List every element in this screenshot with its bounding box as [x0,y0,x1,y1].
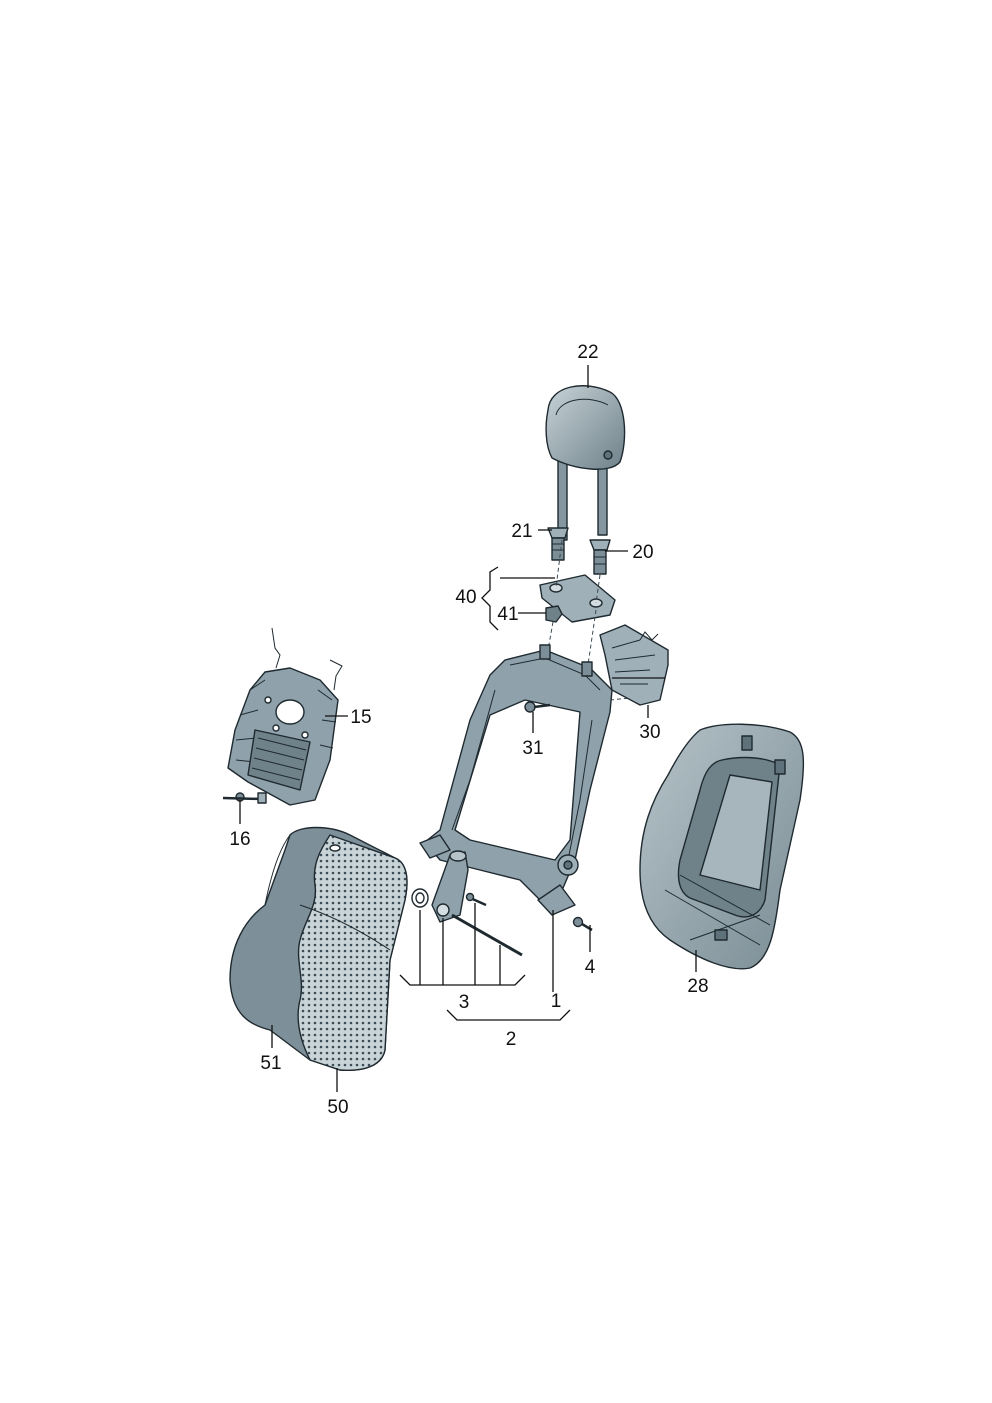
callout-22: 22 [577,342,598,363]
callout-41: 41 [497,604,518,625]
callout-2: 2 [506,1029,517,1050]
callout-3: 3 [459,992,470,1013]
callout-labels: 22 21 20 40 41 15 31 30 16 4 28 3 1 2 51… [229,342,708,1118]
guide-sleeve-right [589,539,611,575]
callout-31: 31 [522,738,543,759]
callout-28: 28 [687,976,708,997]
nut [545,605,563,623]
guide-sleeve-left [547,527,569,561]
callout-30: 30 [639,722,660,743]
callout-16: 16 [229,829,250,850]
screw-4 [572,916,593,932]
callout-21: 21 [511,521,532,542]
callout-40: 40 [455,587,476,608]
headrest [545,385,626,541]
callout-15: 15 [350,707,371,728]
lumbar-support [227,627,343,806]
adjuster-kit [411,850,523,957]
callout-4: 4 [585,957,596,978]
leader-lines [239,365,697,1092]
callout-51: 51 [260,1053,281,1074]
backrest-frame [419,644,613,916]
callout-1: 1 [551,991,562,1012]
backrest-panel [639,723,805,970]
backrest-cover [229,826,408,1072]
callout-20: 20 [632,542,653,563]
screw-16 [222,792,267,804]
screw-31 [524,701,551,713]
clip [599,624,669,706]
callout-50: 50 [327,1097,348,1118]
